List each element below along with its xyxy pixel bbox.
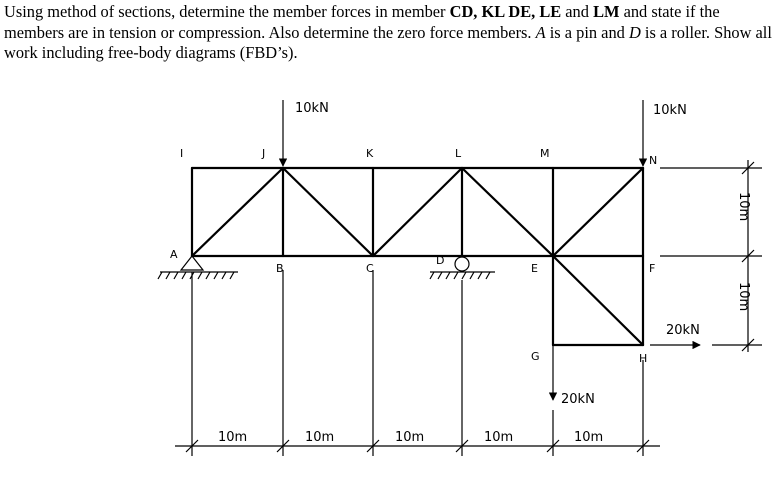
- roller-support-d: [429, 256, 495, 280]
- problem-text-2: and: [561, 2, 594, 21]
- load-label-n: 10kN: [653, 103, 687, 118]
- member-aj: [190, 166, 285, 258]
- loads: 10kN 10kN 20kN 20kN: [278, 100, 701, 407]
- node-label-k: K: [366, 147, 374, 160]
- node-label-g: G: [531, 350, 540, 363]
- load-label-j: 10kN: [295, 101, 329, 116]
- pin-a-label: A: [535, 22, 546, 42]
- dim-height-upper: 10m: [736, 192, 751, 221]
- node-label-m: M: [540, 147, 550, 160]
- node-labels: I J K L M N A B C D E F G H: [170, 147, 657, 365]
- load-label-h: 20kN: [666, 323, 700, 338]
- truss-members: [190, 166, 645, 347]
- dim-span-5: 10m: [574, 430, 603, 445]
- node-label-j: J: [261, 147, 265, 160]
- problem-text-4: is a pin and: [545, 22, 629, 42]
- dim-span-4: 10m: [484, 430, 513, 445]
- problem-statement: Using method of sections, determine the …: [4, 2, 776, 64]
- node-label-c: C: [366, 262, 374, 275]
- node-label-b: B: [276, 262, 284, 275]
- node-label-l: L: [455, 147, 462, 160]
- problem-text-5: is a roller. Show all work including fre…: [4, 22, 772, 63]
- dim-span-2: 10m: [305, 430, 334, 445]
- dim-span-1: 10m: [218, 430, 247, 445]
- load-label-g: 20kN: [561, 392, 595, 407]
- member-lm: LM: [593, 2, 620, 21]
- node-label-a: A: [170, 248, 178, 261]
- problem-text-3: and state if the members are in tension …: [4, 2, 720, 42]
- member-le: [460, 166, 555, 258]
- node-label-i: I: [180, 147, 183, 160]
- member-jc: [281, 166, 375, 258]
- node-label-e: E: [531, 262, 538, 275]
- node-label-h: H: [639, 352, 647, 365]
- members-cd-kl-de-le: CD, KL DE, LE: [449, 2, 562, 21]
- node-label-n: N: [649, 154, 657, 167]
- problem-text-1: Using method of sections, determine the …: [4, 2, 450, 21]
- right-dimensions: 10m 10m: [660, 160, 762, 352]
- bottom-dimensions: 10m 10m 10m 10m 10m: [175, 270, 660, 456]
- roller-d-label: D: [628, 22, 641, 42]
- member-cl: [371, 166, 464, 258]
- member-en: [551, 166, 645, 258]
- node-label-f: F: [649, 262, 655, 275]
- dim-span-3: 10m: [395, 430, 424, 445]
- member-eh: [551, 254, 645, 347]
- node-label-d: D: [436, 254, 444, 267]
- dim-height-lower: 10m: [736, 282, 751, 311]
